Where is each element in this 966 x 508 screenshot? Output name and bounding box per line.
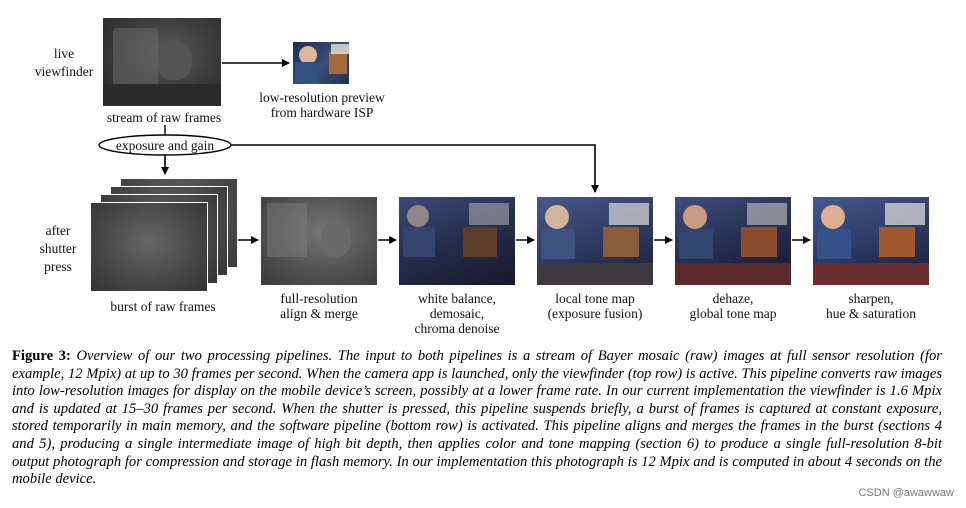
after-label-line: shutter (39, 241, 77, 256)
stage-label-line: hue & saturation (826, 306, 916, 321)
stage-label-line: dehaze, (712, 291, 754, 306)
stage-label-dehaze: dehaze, global tone map (668, 291, 798, 321)
dehaze-image (675, 197, 791, 285)
stage-label-line: align & merge (280, 306, 358, 321)
stage-label-line: demosaic, (429, 306, 485, 321)
exposure-gain-oval (98, 134, 232, 156)
after-shutter-label: after shutter press (18, 222, 98, 276)
stage-label-sharpen: sharpen, hue & saturation (806, 291, 936, 321)
watermark: CSDN @awawwaw (858, 487, 954, 499)
burst-label: burst of raw frames (110, 299, 216, 314)
stage-label-line: local tone map (555, 291, 635, 306)
preview-label: low-resolution preview from hardware ISP (245, 90, 399, 120)
preview-label-line: from hardware ISP (270, 105, 374, 120)
sharpen-image (813, 197, 929, 285)
figure-caption-text: Overview of our two processing pipelines… (12, 348, 942, 488)
white-balance-image (399, 197, 515, 285)
arrow-exposure-to-tone-map (231, 144, 599, 193)
stage-label-line: white balance, (418, 291, 496, 306)
figure-label: Figure 3: (12, 348, 71, 364)
stage-label-line: (exposure fusion) (547, 306, 643, 321)
stage-label-white-balance: white balance, demosaic, chroma denoise (392, 291, 522, 336)
after-label-line: press (44, 259, 72, 274)
stage-label-line: sharpen, (848, 291, 894, 306)
stream-label: stream of raw frames (106, 110, 222, 125)
stage-label-align-merge: full-resolution align & merge (254, 291, 384, 321)
preview-image (293, 42, 349, 84)
live-label-line: live (53, 46, 75, 61)
stage-label-local-tone-map: local tone map (exposure fusion) (522, 291, 668, 321)
stage-label-line: full-resolution (280, 291, 358, 306)
stage-label-line: global tone map (689, 306, 777, 321)
align-merge-image (261, 197, 377, 285)
exposure-gain-label: exposure and gain (115, 138, 215, 153)
burst-frame (90, 202, 208, 292)
preview-label-line: low-resolution preview (259, 90, 385, 105)
live-viewfinder-label: live viewfinder (20, 45, 108, 81)
figure-caption: Figure 3: Overview of our two processing… (12, 348, 942, 489)
local-tone-map-image (537, 197, 653, 285)
after-label-line: after (45, 223, 71, 238)
stage-label-line: chroma denoise (414, 321, 500, 336)
raw-stream-image (103, 18, 221, 106)
live-label-line: viewfinder (34, 64, 94, 79)
